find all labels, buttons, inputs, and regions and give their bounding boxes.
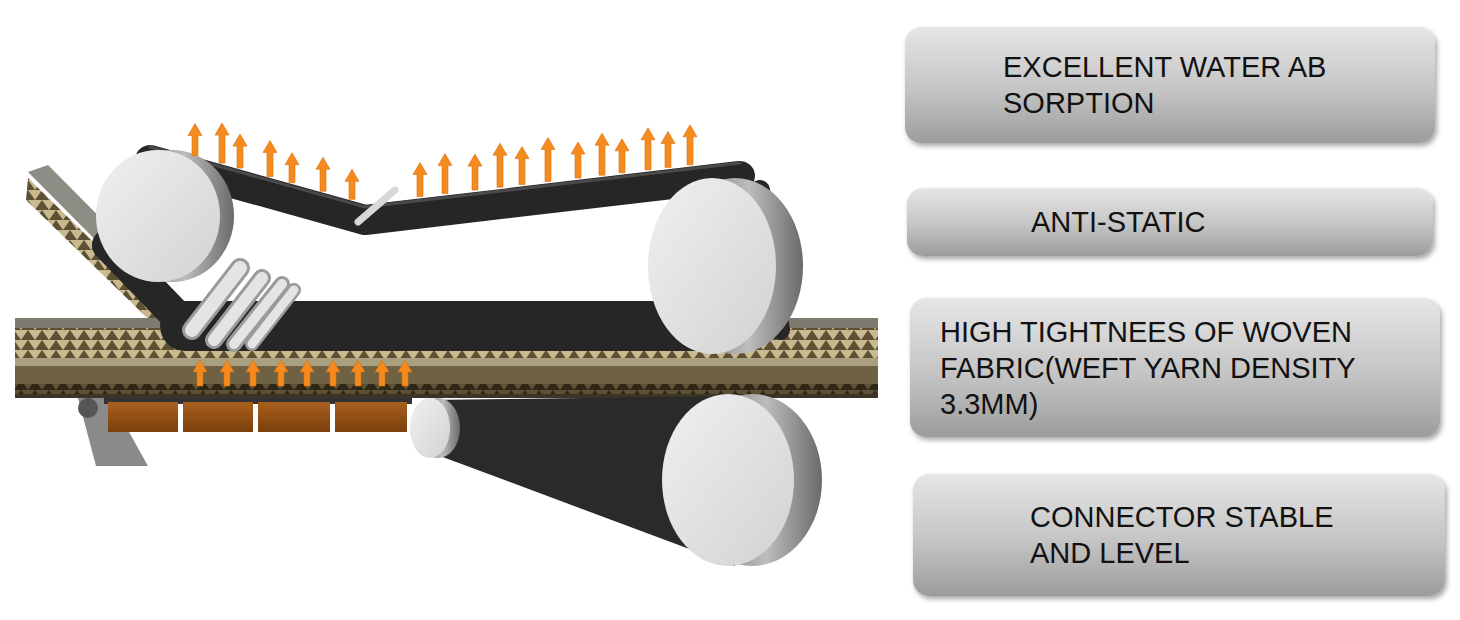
steam-arrow (351, 360, 365, 386)
steam-arrow (438, 154, 452, 194)
rollers (96, 150, 822, 566)
feature-box: EXCELLENT WATER AB SORPTION (905, 27, 1435, 143)
steam-arrow (246, 360, 260, 386)
steam-arrow (274, 360, 288, 386)
steam-arrow (375, 360, 389, 386)
steam-arrow (193, 360, 207, 386)
guide-roller (358, 190, 395, 222)
steam-arrow (615, 139, 629, 173)
steam-arrow (413, 163, 427, 197)
steam-arrow (683, 125, 697, 165)
steam-arrow (326, 360, 340, 386)
steam-arrow (300, 360, 314, 386)
steam-arrow (215, 123, 229, 163)
steam-arrows (188, 123, 697, 386)
feature-box: CONNECTOR STABLE AND LEVEL (913, 474, 1445, 596)
steam-arrow (641, 128, 655, 170)
feature-box: ANTI-STATIC (907, 188, 1433, 256)
feature-box: HIGH TIGHTNEES OF WOVEN FABRIC(WEFT YARN… (910, 298, 1440, 437)
press-rollers (192, 268, 294, 344)
steam-arrow (220, 360, 234, 386)
steam-arrow (188, 124, 202, 156)
feature-text: CONNECTOR STABLE AND LEVEL (1030, 499, 1375, 571)
steam-arrow (541, 138, 555, 182)
steam-arrow (661, 131, 675, 167)
feature-text: ANTI-STATIC (1031, 204, 1411, 240)
steam-arrow (316, 157, 330, 191)
feature-text: EXCELLENT WATER AB SORPTION (1003, 49, 1383, 121)
heating-unit (78, 398, 412, 466)
steam-arrow (398, 360, 412, 386)
feature-text: HIGH TIGHTNEES OF WOVEN FABRIC(WEFT YARN… (940, 314, 1420, 422)
steam-arrow (468, 154, 482, 190)
steam-arrow (263, 140, 277, 176)
steam-arrow (233, 134, 247, 168)
steam-arrow (571, 142, 585, 178)
steam-arrow (515, 147, 529, 185)
steam-arrow (595, 133, 609, 175)
steam-arrow (345, 169, 359, 199)
steam-arrow (493, 143, 507, 187)
steam-arrow (285, 153, 299, 183)
